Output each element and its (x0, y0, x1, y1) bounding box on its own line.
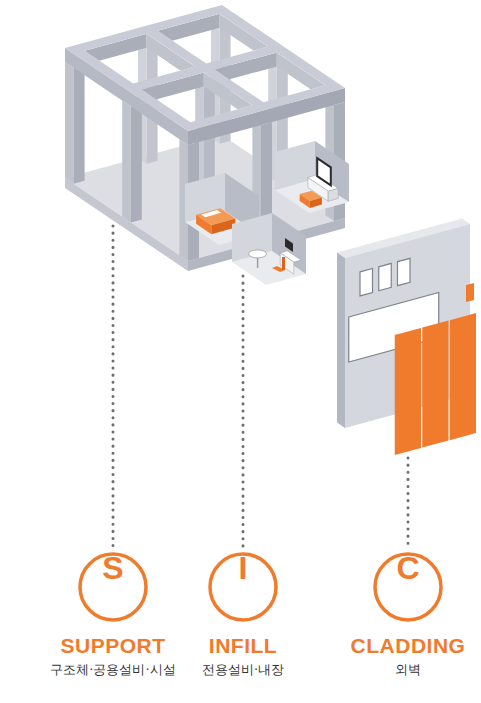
orange-panel (450, 313, 476, 440)
wall-end (337, 253, 345, 428)
structure-frame (65, 5, 345, 271)
monitor (317, 158, 331, 185)
window (360, 269, 373, 296)
beam-inner-side (85, 34, 147, 65)
leader-line (242, 276, 245, 546)
orange-tab (466, 283, 474, 302)
orange-panel (422, 320, 448, 447)
column (131, 103, 142, 222)
label-circle: I INFILL 전용설비·내장 (153, 550, 333, 679)
chair-back (282, 257, 285, 270)
room-wall (272, 213, 306, 274)
layer-title: CLADDING (318, 634, 481, 658)
column (122, 101, 131, 223)
round-table (249, 250, 267, 258)
beam-inner-side (215, 52, 277, 83)
label-circle: S SUPPORT 구조체·공용설비·시설 (23, 550, 203, 679)
beam-inner-side (158, 14, 220, 45)
beam-inner-side (142, 72, 253, 119)
pillow (201, 210, 221, 217)
circle-letter: C (371, 550, 445, 624)
beam-inner-side (142, 72, 204, 103)
layer-subtitle: 전용설비·내장 (153, 661, 333, 679)
beam-inner-side (158, 14, 269, 61)
beam-inner-side (85, 34, 196, 81)
cabinet-side (328, 189, 338, 202)
layer-title: INFILL (153, 634, 333, 658)
beam-inner-side (204, 72, 253, 119)
beam-inner-side (277, 52, 326, 99)
facade-wall (337, 219, 476, 456)
orange-panel (395, 328, 421, 455)
column (74, 65, 85, 184)
beam-inner-side (147, 34, 196, 81)
beam-inner-side (220, 14, 269, 61)
infill-rooms (185, 141, 349, 285)
leader-line (112, 226, 115, 546)
column (65, 62, 74, 184)
leader-line (407, 458, 410, 546)
bed-side (211, 219, 235, 235)
circle-badge: S (76, 550, 150, 624)
layer-title: SUPPORT (23, 634, 203, 658)
layer-subtitle: 외벽 (318, 661, 481, 679)
room-wall (232, 213, 272, 262)
circle-badge: I (206, 550, 280, 624)
leader-lines (113, 226, 408, 546)
beam-grid-top (65, 5, 345, 131)
circle-letter: S (76, 550, 150, 624)
circle-badge: C (371, 550, 445, 624)
label-circle: C CLADDING 외벽 (318, 550, 481, 679)
layer-subtitle: 구조체·공용설비·시설 (23, 661, 203, 679)
bed-side (196, 215, 211, 234)
sofa-side (300, 194, 310, 208)
beam-inner-side (215, 52, 326, 99)
desk-monitor (285, 238, 293, 252)
window (398, 258, 411, 285)
window (379, 263, 392, 290)
circle-letter: I (206, 550, 280, 624)
sofa-side (310, 198, 322, 208)
